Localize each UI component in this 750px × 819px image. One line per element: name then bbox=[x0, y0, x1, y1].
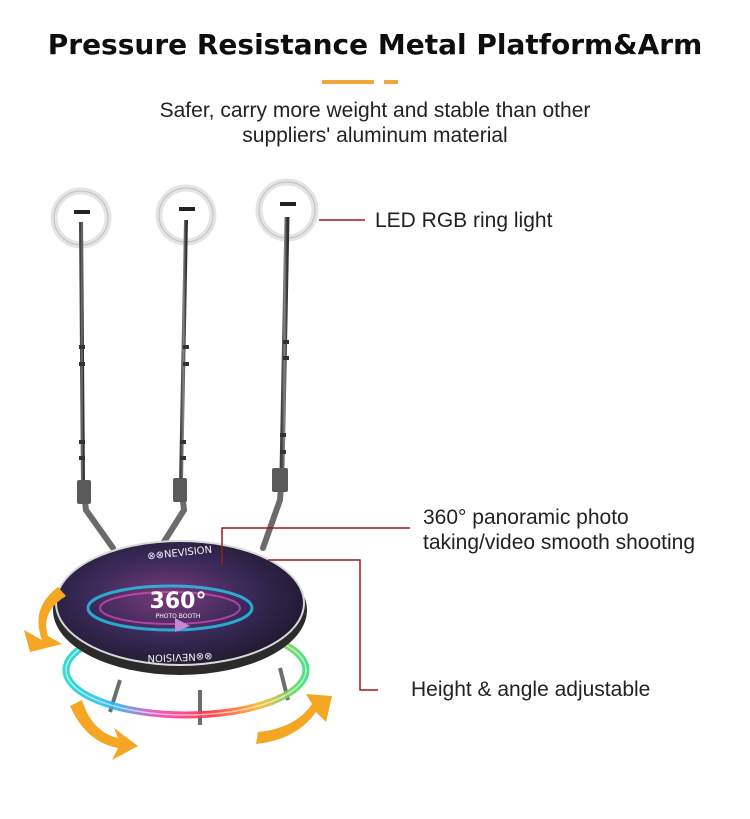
brand-bottom: ⊗⊗NEVISION bbox=[147, 650, 212, 663]
callout-height-angle: Height & angle adjustable bbox=[411, 678, 651, 701]
play-arrow-icon bbox=[175, 618, 190, 632]
callout-ring-light: LED RGB ring light bbox=[375, 209, 553, 232]
telescopic-poles bbox=[79, 216, 290, 486]
subtitle-line-1: Safer, carry more weight and stable than… bbox=[159, 99, 591, 122]
badge-caption: PHOTO BOOTH bbox=[156, 613, 201, 620]
title-accent-bar-right bbox=[384, 80, 398, 84]
title-accent-bar-left bbox=[322, 80, 374, 84]
platform-disc bbox=[56, 541, 304, 665]
callout-panoramic: 360° panoramic photo taking/video smooth… bbox=[423, 505, 695, 555]
callout-lines bbox=[221, 219, 410, 691]
callout-panoramic-line-2: taking/video smooth shooting bbox=[423, 531, 696, 554]
badge-number: 360° bbox=[150, 589, 207, 614]
pole-joints bbox=[79, 340, 289, 460]
arm-clamps bbox=[77, 468, 288, 504]
subtitle-line-2: suppliers' aluminum material bbox=[242, 124, 508, 147]
platform-swirl bbox=[86, 584, 254, 632]
rotation-arrow-icon bbox=[24, 587, 332, 760]
callout-panoramic-line-1: 360° panoramic photo bbox=[423, 506, 629, 529]
subtitle: Safer, carry more weight and stable than… bbox=[0, 98, 750, 148]
page-title: Pressure Resistance Metal Platform&Arm bbox=[47, 28, 703, 61]
